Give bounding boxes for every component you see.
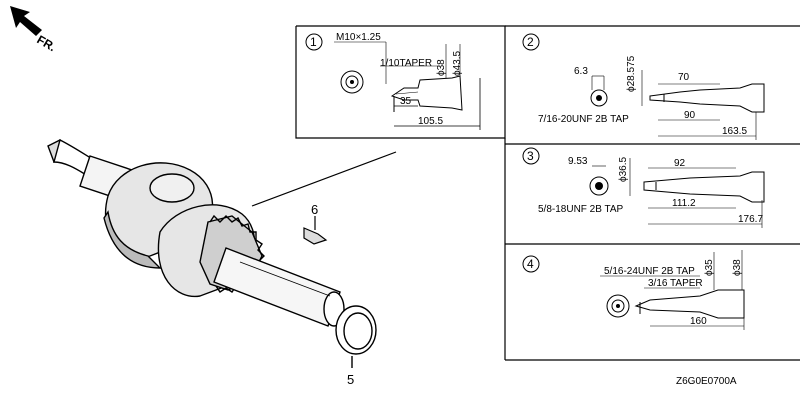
panel-1-label-thread: M10×1.25	[336, 32, 381, 43]
panel-4-label-160: 160	[690, 316, 707, 327]
part-number-6: 6	[311, 202, 318, 217]
panel-3-label-111-2: 111.2	[672, 198, 696, 209]
drawing-code: Z6G0E0700A	[676, 376, 737, 387]
crankshaft-illustration	[47, 138, 345, 327]
panel-3-label-9-53: 9.53	[568, 156, 588, 167]
panel-3: 3 9.53 ϕ36.5 92 5/8-18UNF 2B TAP 111.2 1…	[504, 138, 800, 360]
panel-4: 4 5/16-24UNF 2B TAP ϕ35 ϕ38 3/16 TAPER 1…	[505, 243, 800, 361]
panel-4-label-tap: 5/16-24UNF 2B TAP	[604, 266, 695, 277]
panel-3-label-tap: 5/8-18UNF 2B TAP	[538, 204, 624, 215]
panel-2-label-90: 90	[684, 110, 696, 121]
panel-1-label-taper: 1/10TAPER	[380, 58, 432, 69]
panel-3-label-92: 92	[674, 158, 686, 169]
panel-2-label-tap: 7/16-20UNF 2B TAP	[538, 114, 629, 125]
part-number-5: 5	[347, 372, 354, 387]
panel-2-label-dia28-575: ϕ28.575	[626, 55, 637, 92]
panel-4-label-dia35: ϕ35	[704, 259, 715, 276]
panel-1-label-105-5: 105.5	[418, 116, 443, 127]
panel-1-label-35: 35	[400, 96, 412, 107]
panel-3-label-176-7: 176.7	[738, 214, 763, 225]
panel-4-label-dia38: ϕ38	[732, 259, 743, 276]
panel-2-label-163-5: 163.5	[722, 126, 747, 137]
panel-1-label-dia43-5: ϕ43.5	[452, 50, 463, 76]
panel-2-label-6-3: 6.3	[574, 66, 588, 77]
panel-4-index: 4	[527, 257, 534, 271]
leader-line	[251, 151, 397, 207]
panel-2-label-70: 70	[678, 72, 690, 83]
front-direction-arrow-icon	[10, 6, 42, 36]
panel-3-label-dia36-5: ϕ36.5	[618, 156, 629, 182]
panel-4-label-taper: 3/16 TAPER	[648, 278, 703, 289]
panel-2: 2 6.3 ϕ28.575 70 90 7/16-20UNF 2B TAP 16…	[505, 25, 800, 140]
key-part	[303, 216, 328, 245]
panel-3-index: 3	[527, 149, 534, 163]
panel-1-index: 1	[310, 35, 317, 49]
direction-label: FR.	[35, 32, 59, 54]
panel-2-index: 2	[527, 35, 534, 49]
seal-part	[335, 305, 377, 368]
panel-1-label-dia38: ϕ38	[436, 59, 447, 76]
panel-1: 1 M10×1.25 1/10TAPER 35 105.5 ϕ38 ϕ43.5	[295, 25, 506, 139]
